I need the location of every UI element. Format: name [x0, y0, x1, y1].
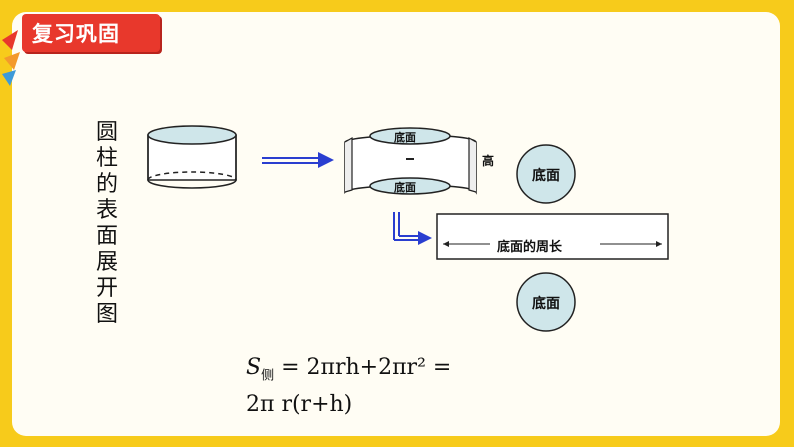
bunting-decoration: [2, 30, 20, 86]
base-circle-bottom: [516, 272, 576, 332]
base-circle-top: [516, 144, 576, 204]
circle-top-label: 底面: [532, 168, 560, 184]
formula-sub: 侧: [261, 368, 275, 384]
formula-line-1: S侧 = 2πrh+2πr² =: [246, 355, 451, 383]
cylinder-bottom-label: 底面: [394, 181, 416, 194]
formula-s: S: [246, 355, 262, 380]
arrow-right: [262, 152, 334, 168]
rect-width-arrows: [443, 241, 662, 247]
section-title-tab: 复习巩固: [22, 14, 160, 52]
cylinder-top-label: 底面: [394, 131, 416, 144]
arrow-down-right: [393, 212, 432, 245]
circle-bottom-label: 底面: [532, 296, 560, 312]
height-label: 高: [482, 154, 495, 168]
unrolled-cylinder: [344, 127, 477, 195]
rect-label: 底面的周长: [497, 240, 563, 255]
lateral-rectangle: [436, 213, 669, 260]
formula-rest: = 2πrh+2πr² =: [281, 355, 452, 380]
formula-line-2: 2π r(r+h): [246, 392, 353, 417]
top-border: [0, 0, 794, 12]
vertical-title: 圆柱的表面展开图: [95, 120, 118, 327]
cylinder-shape: [147, 125, 237, 189]
section-title: 复习巩固: [32, 22, 120, 46]
